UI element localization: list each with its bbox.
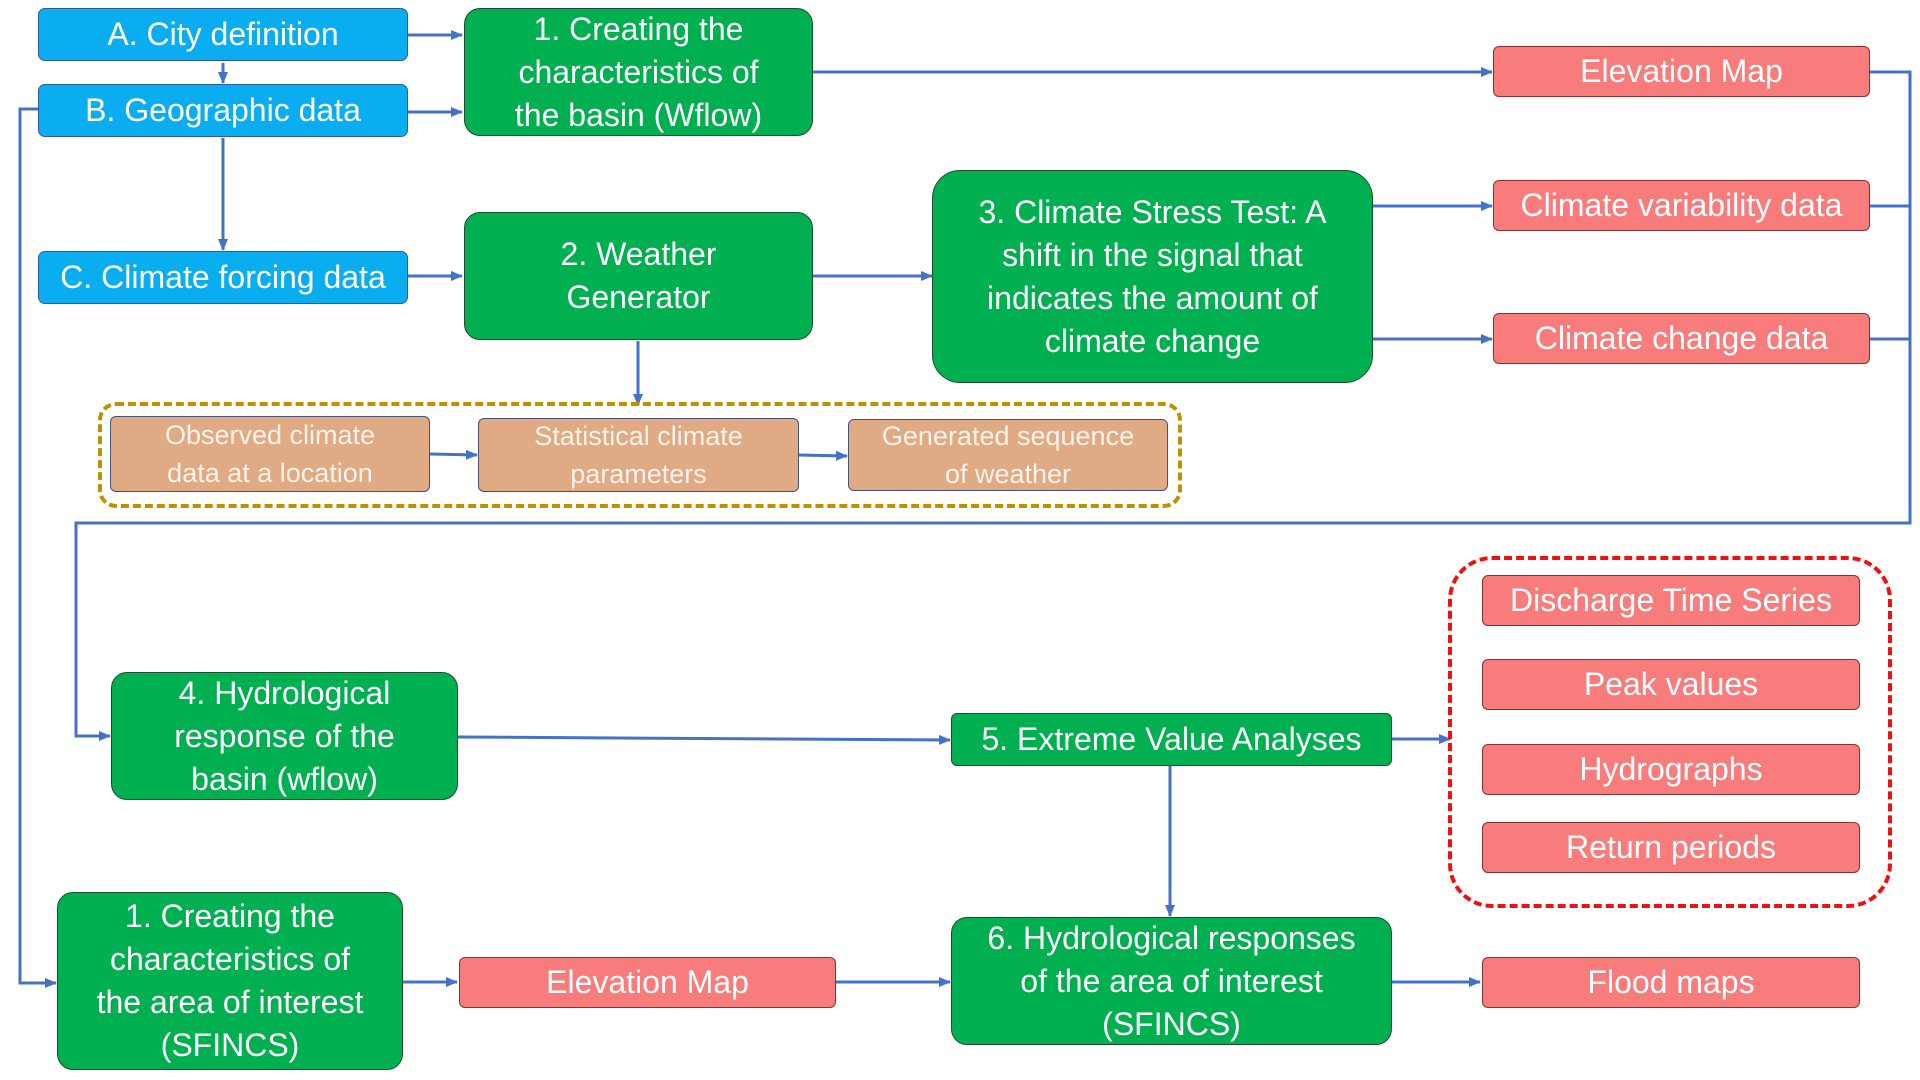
arrow-geo-to-area [18, 107, 57, 988]
return-periods-label: Return periods [1566, 828, 1776, 865]
hydrological-basin-response-box[interactable]: 4. Hydrological response of the basin (w… [111, 672, 458, 800]
weather-generator-line: Generator [566, 279, 711, 315]
hydrological-basin-line: 4. Hydrological [178, 674, 391, 711]
hydrological-area-line: (SFINCS) [1102, 1005, 1241, 1042]
hydrographs-label: Hydrographs [1579, 750, 1763, 787]
statistical-parameters-line: Statistical climate [534, 421, 743, 451]
city-definition-box[interactable]: A. City definition [38, 8, 408, 61]
climate-change-label: Climate change data [1534, 319, 1829, 356]
weather-generator-group [98, 402, 1182, 508]
climate-stress-test-box[interactable]: 3. Climate Stress Test: A shift in the s… [932, 170, 1373, 383]
hydrological-basin-line: response of the [174, 717, 395, 754]
basin-characteristics-line: the basin (Wflow) [514, 96, 763, 133]
elevation-map-basin-box[interactable]: Elevation Map [1493, 46, 1870, 97]
basin-characteristics-box[interactable]: 1. Creating the characteristics of the b… [464, 8, 813, 136]
elevation-map-area-label: Elevation Map [546, 963, 749, 1000]
hydrological-area-response-box[interactable]: 6. Hydrological responses of the area of… [951, 917, 1392, 1045]
climate-variability-box[interactable]: Climate variability data [1493, 180, 1870, 231]
climate-variability-label: Climate variability data [1520, 186, 1843, 223]
area-characteristics-line: 1. Creating the [125, 898, 335, 934]
extreme-value-analyses-box[interactable]: 5. Extreme Value Analyses [951, 713, 1392, 766]
arrow-observed-to-statistical [429, 449, 478, 460]
area-characteristics-line: (SFINCS) [160, 1027, 300, 1063]
area-characteristics-line: the area of interest [96, 984, 364, 1020]
stress-test-line: indicates the amount of [987, 279, 1318, 316]
hydrological-area-line: of the area of interest [1020, 962, 1323, 999]
arrow-basin-response-to-eva [457, 734, 951, 745]
hydrological-basin-line: basin (wflow) [191, 760, 378, 797]
geographic-data-label: B. Geographic data [85, 92, 361, 129]
stress-test-line: 3. Climate Stress Test: A [978, 193, 1327, 230]
elevation-map-basin-label: Elevation Map [1580, 52, 1783, 89]
peak-values-box[interactable]: Peak values [1482, 659, 1860, 710]
observed-climate-line: Observed climate [164, 420, 376, 450]
extreme-value-results-group [1448, 556, 1892, 908]
generated-sequence-box[interactable]: Generated sequence of weather [848, 419, 1168, 491]
observed-climate-line: data at a location [167, 458, 373, 488]
stress-test-line: climate change [1044, 322, 1261, 359]
elevation-map-area-box[interactable]: Elevation Map [459, 957, 836, 1008]
area-characteristics-line: characteristics of [109, 941, 351, 977]
stress-test-line: shift in the signal that [1002, 236, 1303, 273]
generated-sequence-line: of weather [944, 459, 1072, 489]
city-definition-label: A. City definition [107, 16, 339, 53]
statistical-parameters-box[interactable]: Statistical climate parameters [478, 418, 799, 492]
observed-climate-box[interactable]: Observed climate data at a location [110, 416, 430, 492]
climate-forcing-label: C. Climate forcing data [60, 259, 386, 296]
geographic-data-box[interactable]: B. Geographic data [38, 84, 408, 137]
weather-generator-line: 2. Weather [560, 236, 717, 272]
peak-values-label: Peak values [1583, 665, 1759, 702]
basin-characteristics-line: 1. Creating the [533, 10, 744, 47]
discharge-time-series-box[interactable]: Discharge Time Series [1482, 575, 1860, 626]
extreme-value-label: 5. Extreme Value Analyses [981, 721, 1362, 757]
flood-maps-label: Flood maps [1587, 963, 1755, 1000]
statistical-parameters-line: parameters [570, 459, 707, 489]
flood-maps-box[interactable]: Flood maps [1482, 957, 1860, 1008]
climate-forcing-box[interactable]: C. Climate forcing data [38, 251, 408, 304]
generated-sequence-line: Generated sequence [881, 421, 1135, 451]
discharge-time-series-label: Discharge Time Series [1510, 581, 1832, 618]
collector-outputs-to-basin-response [74, 70, 1912, 741]
return-periods-box[interactable]: Return periods [1482, 822, 1860, 873]
hydrographs-box[interactable]: Hydrographs [1482, 744, 1860, 795]
climate-change-box[interactable]: Climate change data [1493, 313, 1870, 364]
weather-generator-box[interactable]: 2. Weather Generator [464, 212, 813, 340]
area-characteristics-box[interactable]: 1. Creating the characteristics of the a… [57, 892, 403, 1070]
arrow-statistical-to-generated [798, 450, 848, 461]
basin-characteristics-line: characteristics of [518, 53, 759, 90]
hydrological-area-line: 6. Hydrological responses [987, 919, 1356, 956]
